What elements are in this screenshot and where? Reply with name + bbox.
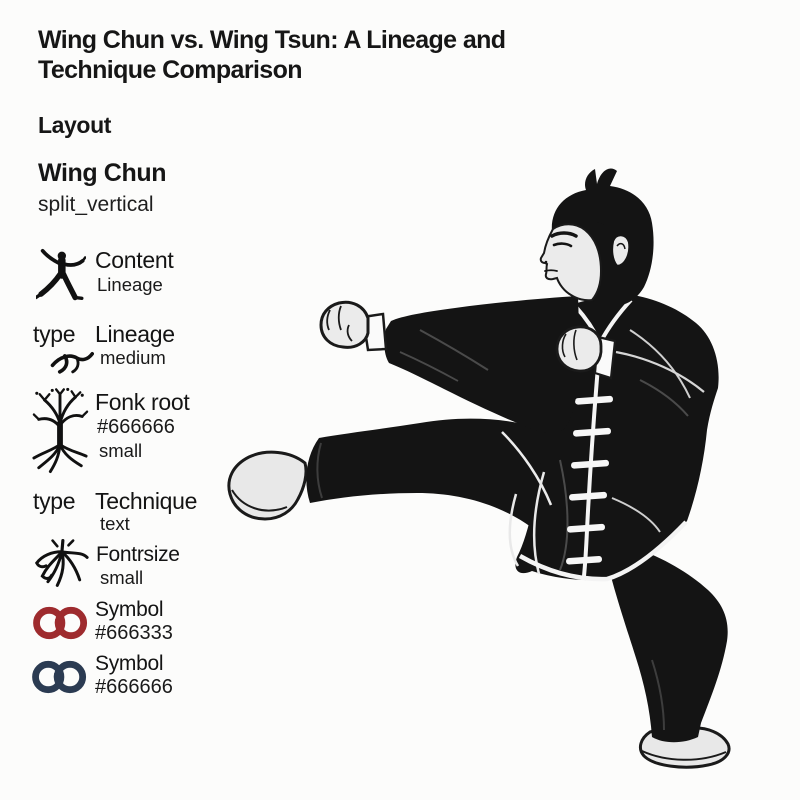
row-lineage-value: medium: [100, 347, 166, 368]
linked-rings-red-icon: [32, 601, 90, 645]
lead-fist: [319, 300, 388, 352]
row-lineage-type-word: type: [33, 321, 76, 347]
row-fontrsize-value: small: [100, 567, 144, 588]
panel-layout-value: split_vertical: [38, 193, 154, 216]
row-fonk-root-value: #666666: [97, 416, 175, 438]
face: [539, 222, 631, 302]
martial-artist-icon: [36, 246, 86, 304]
kick-shoe: [227, 450, 308, 521]
row-technique-value: text: [100, 513, 130, 534]
row-symbol2-value: #666666: [95, 676, 173, 698]
tree-with-roots-icon: [31, 386, 89, 474]
row-content-label: Content: [95, 247, 174, 273]
panel-title: Wing Chun: [38, 159, 167, 187]
chambered-fist: [555, 325, 617, 380]
row-symbol2-label: Symbol: [95, 652, 164, 675]
row-technique-label: Technique: [95, 488, 198, 514]
row-fontrsize-label: Fontrsize: [96, 543, 180, 566]
row-fonk-root-label: Fonk root: [95, 389, 190, 415]
roots-icon: [33, 536, 89, 590]
extended-arm: [384, 296, 579, 433]
kicking-leg: [306, 418, 575, 546]
branch-icon: [50, 348, 94, 374]
row-technique-type-word: type: [33, 488, 76, 514]
jacket-hem-trim: [501, 431, 688, 582]
page-title: Wing Chun vs. Wing Tsun: A Lineage and T…: [38, 26, 506, 84]
row-lineage-label: Lineage: [95, 321, 175, 347]
row-content-value: Lineage: [97, 274, 163, 295]
row-symbol1-value: #666333: [95, 622, 173, 644]
linked-rings-navy-icon: [31, 655, 89, 699]
section-label-layout: Layout: [38, 112, 111, 138]
row-fonk-root-value2: small: [99, 440, 143, 461]
row-symbol1-label: Symbol: [95, 598, 164, 621]
back-leg: [602, 538, 728, 743]
